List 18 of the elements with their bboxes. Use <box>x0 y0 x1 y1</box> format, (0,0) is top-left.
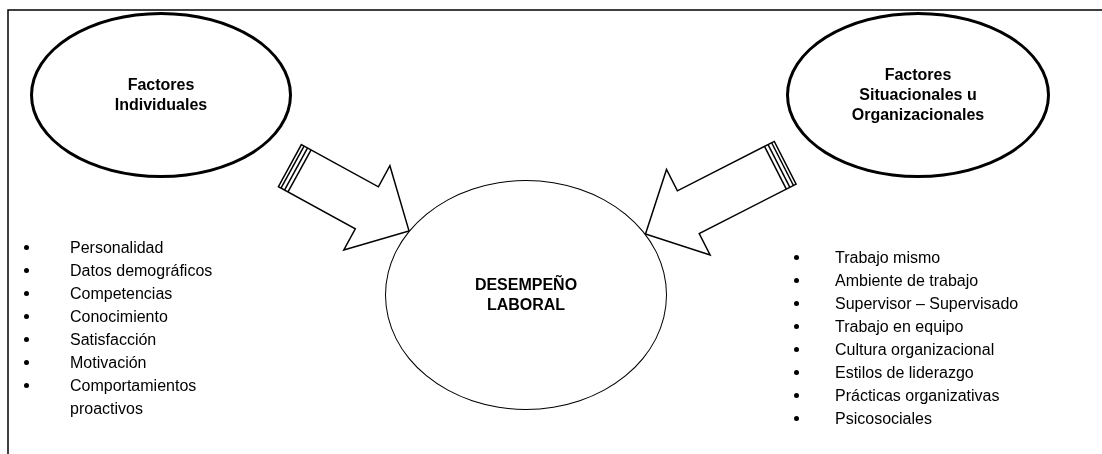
list-item-text: Prácticas organizativas <box>835 386 1000 406</box>
list-item-text: Ambiente de trabajo <box>835 271 979 291</box>
list-item-text: Competencias <box>70 284 173 304</box>
node-title: DESEMPEÑO LABORAL <box>473 275 579 315</box>
list-item-text: Supervisor – Supervisado <box>835 294 1019 314</box>
list-item-text: Satisfacción <box>70 330 157 350</box>
list-item-text: Estilos de liderazgo <box>835 363 974 383</box>
list-item-text: Comportamientos proactivos <box>70 376 198 419</box>
list-item-text: Datos demográficos <box>70 261 213 281</box>
list-item-text: Cultura organizacional <box>835 340 995 360</box>
node-title: Factores Individuales <box>113 75 209 115</box>
node-title: Factores Situacionales u Organizacionales <box>850 65 986 125</box>
list-item-text: Motivación <box>70 353 147 373</box>
list-item-text: Trabajo en equipo <box>835 317 964 337</box>
list-item-text: Conocimiento <box>70 307 168 327</box>
list-item-text: Personalidad <box>70 238 164 258</box>
list-item-text: Psicosociales <box>835 409 932 429</box>
list-item-text: Trabajo mismo <box>835 248 941 268</box>
